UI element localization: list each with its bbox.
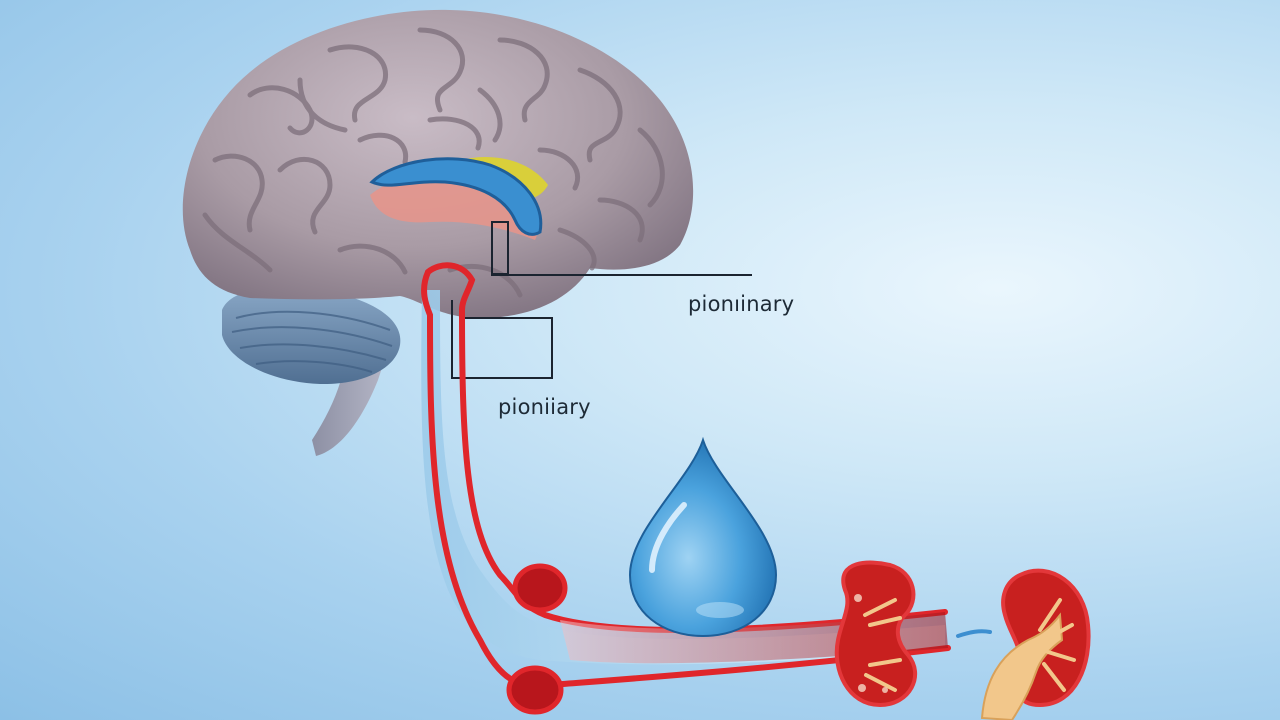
leader-line-lower (451, 300, 553, 379)
pituitary-label-upper: pionıinary (688, 292, 795, 316)
leader-box-upper (491, 221, 509, 275)
pituitary-label-lower: pioniiary (498, 395, 591, 419)
vessel-bulge-upper (512, 563, 568, 613)
limbic-blue-region (369, 157, 543, 236)
kidney-right-icon (980, 568, 1091, 720)
vessel-bulge-lower (506, 665, 564, 715)
water-droplet-icon (628, 436, 778, 638)
fluid-drop-small (956, 629, 992, 638)
kidney-icon (834, 560, 918, 708)
leader-lines (451, 221, 752, 379)
cerebellum (222, 286, 401, 385)
